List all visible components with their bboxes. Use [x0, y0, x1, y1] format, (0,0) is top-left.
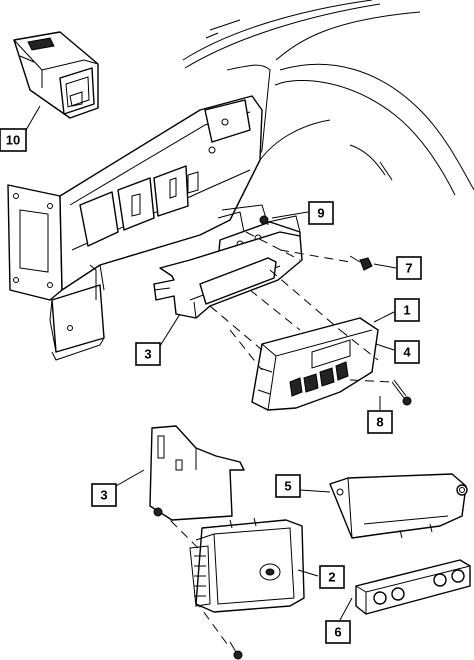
callout-7: 7	[396, 256, 422, 280]
callout-1-label: 1	[403, 303, 410, 318]
fender-outline	[182, 0, 474, 201]
callout-3-lower: 3	[91, 483, 117, 507]
part-10-bracket	[13, 31, 99, 119]
callout-10-label: 10	[6, 133, 20, 148]
callout-5: 5	[275, 474, 301, 498]
callout-2-label: 2	[328, 570, 335, 585]
callout-8-label: 8	[376, 415, 383, 430]
callout-3-upper: 3	[135, 342, 161, 366]
callout-6-label: 6	[334, 625, 341, 640]
part-7-nut	[349, 255, 373, 271]
part-2-engine-control-module	[189, 517, 305, 613]
callout-5-label: 5	[284, 479, 291, 494]
callout-8: 8	[367, 410, 393, 434]
callout-3-upper-label: 3	[144, 347, 151, 362]
callout-4: 4	[394, 340, 420, 364]
callout-6: 6	[325, 620, 351, 644]
alignment-lines	[159, 231, 393, 649]
callout-9: 9	[308, 201, 334, 225]
callout-3-lower-label: 3	[100, 488, 107, 503]
part-3-lower-bracket	[149, 425, 245, 521]
callout-2: 2	[319, 565, 345, 589]
part-1-module	[251, 317, 379, 411]
leader-lines	[25, 105, 397, 621]
part-8-bolt	[391, 379, 412, 406]
part-3-upper-bracket	[153, 231, 303, 319]
callout-7-label: 7	[405, 261, 412, 276]
callout-1: 1	[394, 298, 420, 322]
callout-10: 10	[0, 128, 27, 152]
callout-4-label: 4	[403, 345, 411, 360]
part-6-plate	[355, 559, 471, 615]
callout-9-label: 9	[317, 206, 324, 221]
part-5-bracket	[329, 473, 468, 539]
bottom-bolt	[229, 641, 243, 660]
frame-rail-assembly	[7, 95, 263, 361]
